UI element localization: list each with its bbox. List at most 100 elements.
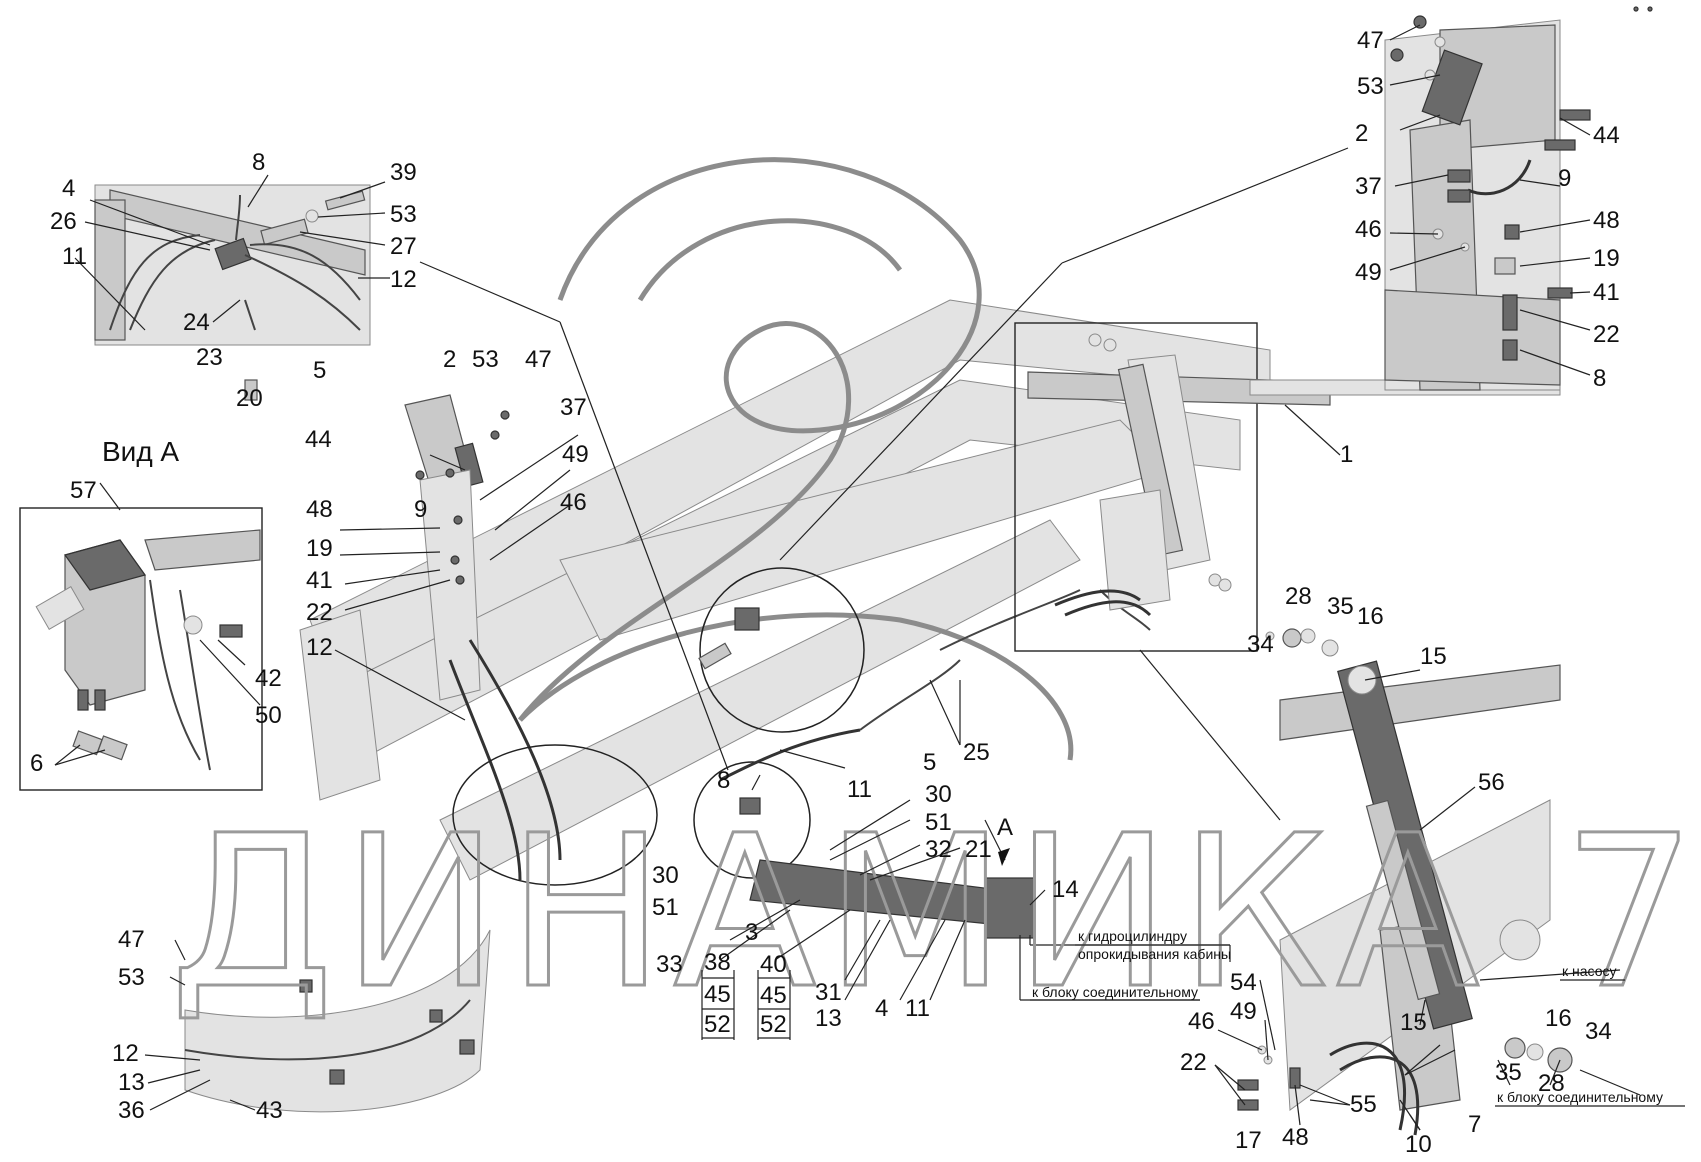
callout: 45	[704, 981, 731, 1008]
callout: 13	[815, 1005, 842, 1032]
callout: 46	[1188, 1008, 1215, 1035]
callout: 12	[306, 634, 333, 661]
callout: 11	[847, 776, 872, 803]
callout: 53	[472, 346, 499, 373]
callout: 46	[1355, 216, 1382, 243]
watermark-text: ДИНАМИКА 76	[170, 790, 1701, 1035]
callout: 22	[1180, 1049, 1207, 1076]
leader-lines	[54, 24, 1641, 1131]
callout: 34	[1585, 1018, 1612, 1045]
callout: 7	[1468, 1111, 1481, 1138]
cabin-cylinder-box	[1014, 322, 1331, 652]
callout: 41	[306, 567, 333, 594]
callout: 16	[1545, 1005, 1572, 1032]
note-to-connect-block-mid: к блоку соединительному	[1032, 984, 1198, 1000]
callout: 11	[905, 995, 930, 1022]
callout: 33	[656, 951, 683, 978]
callouts-right-mid: 28 35 16 34 15 56	[1247, 583, 1505, 796]
callout: 19	[1593, 245, 1620, 272]
callout: 47	[118, 926, 145, 953]
callout: 9	[414, 496, 427, 523]
callout: 42	[255, 665, 282, 692]
callout: 47	[1357, 27, 1384, 54]
callout: 32	[925, 836, 952, 863]
callouts-left-assembly: 2 53 47 37 44 49 9 46 48 19 41 22 12	[305, 346, 589, 661]
callout: 6	[30, 750, 43, 777]
note-to-cylinder-2: опрокидывания кабины	[1078, 946, 1231, 962]
callout: 12	[112, 1040, 139, 1067]
view-a-arrow-label: А	[997, 814, 1013, 841]
callout: 4	[62, 175, 75, 202]
callout: 49	[562, 441, 589, 468]
callout: 2	[443, 346, 456, 373]
callout: 54	[1230, 969, 1257, 996]
callout: 44	[1593, 122, 1620, 149]
callout: 25	[963, 739, 990, 766]
callout: 2	[1355, 120, 1368, 147]
callout: 44	[305, 426, 332, 453]
callout: 48	[306, 496, 333, 523]
callout: 48	[1593, 207, 1620, 234]
callout: 48	[1282, 1124, 1309, 1151]
note-to-pump: к насосу	[1562, 963, 1616, 979]
callout: 27	[390, 233, 417, 260]
callout: 17	[1235, 1127, 1262, 1154]
callout: 47	[525, 346, 552, 373]
callouts-center: 25 5 8 11 30 51 32 21 14 30 51 3 33 38 4…	[652, 739, 1079, 1040]
callout: 21	[965, 836, 992, 863]
center-details	[452, 567, 1231, 1001]
note-to-connect-block-right: к блоку соединительному	[1497, 1089, 1663, 1105]
callout: 56	[1478, 769, 1505, 796]
view-a-inset	[19, 507, 263, 791]
callout: 11	[62, 243, 87, 270]
callout: 38	[704, 949, 731, 976]
callout: 8	[1593, 365, 1606, 392]
callout: 10	[1405, 1131, 1432, 1158]
callout: 30	[652, 862, 679, 889]
callout: 45	[760, 982, 787, 1009]
callout: 43	[256, 1097, 283, 1124]
callout: 39	[390, 159, 417, 186]
callout: 53	[118, 964, 145, 991]
callout: 37	[560, 394, 587, 421]
callout: 51	[652, 894, 679, 921]
callout: 30	[925, 781, 952, 808]
bottom-right-assembly	[1237, 660, 1573, 1136]
callouts-top-right: 47 53 2 44 9 37 46 48 19 49 41 22 8 1	[1340, 27, 1620, 468]
callout: 23	[196, 344, 223, 371]
callout: 5	[923, 749, 936, 776]
callout: 15	[1420, 643, 1447, 670]
callout: 3	[745, 919, 758, 946]
callout: 34	[1247, 631, 1274, 658]
callout: 35	[1327, 593, 1354, 620]
callout: 14	[1052, 876, 1079, 903]
callout: 53	[1357, 73, 1384, 100]
callout: 24	[183, 309, 210, 336]
view-a-labels: Вид А 57 42 50 6	[30, 436, 282, 777]
callout: 53	[390, 201, 417, 228]
callout: 50	[255, 702, 282, 729]
bottom-left-frame	[184, 929, 491, 1113]
callout: 41	[1593, 279, 1620, 306]
top-right-inset	[1384, 6, 1653, 391]
callout: 28	[1538, 1070, 1565, 1097]
callout: 8	[252, 149, 265, 176]
callouts-top-left: 8 39 4 53 26 27 11 12 24 23 5 20	[50, 149, 417, 412]
notes: к гидроцилиндру опрокидывания кабины к б…	[1030, 928, 1685, 1107]
logo-watermark	[518, 157, 1074, 761]
callout: 4	[875, 995, 888, 1022]
callout: 57	[70, 477, 97, 504]
callout: 31	[815, 979, 842, 1006]
callout: 12	[390, 266, 417, 293]
callout: 22	[1593, 321, 1620, 348]
callout: 52	[704, 1011, 731, 1038]
callout: 46	[560, 489, 587, 516]
callouts-bottom-right: 54 49 46 22 15 16 34 35 28 55 7 17 48 10	[1180, 969, 1612, 1158]
callout: 55	[1350, 1091, 1377, 1118]
callout: 9	[1558, 165, 1571, 192]
section-line-left	[419, 261, 561, 323]
callout: 1	[1340, 441, 1353, 468]
callout: 36	[118, 1097, 145, 1124]
callout: 20	[236, 385, 263, 412]
